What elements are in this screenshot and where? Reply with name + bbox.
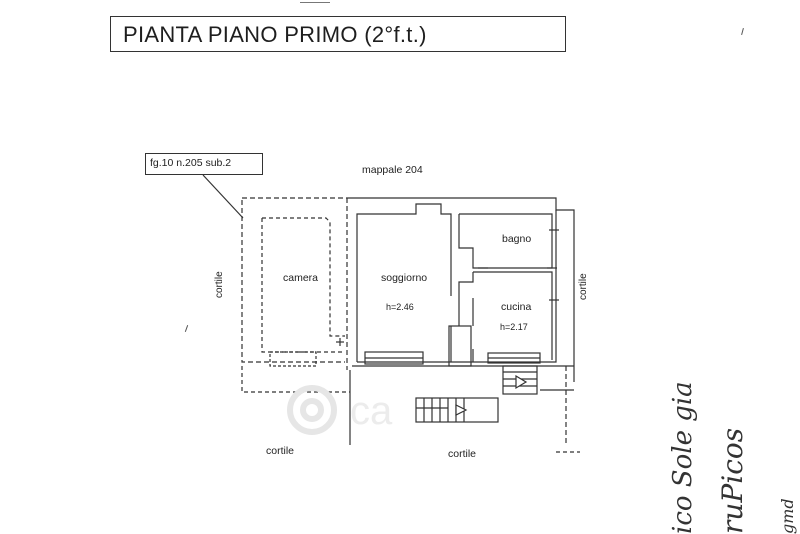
watermark-logo (287, 385, 337, 435)
bagno-outline (458, 213, 553, 269)
camera-outline (241, 200, 345, 363)
handwritten-note-line3: gmd (778, 498, 797, 534)
cortile-right-label: cortile (578, 273, 589, 300)
room-height-soggiorno: h=2.46 (386, 302, 414, 312)
mappale-label: mappale 204 (362, 164, 423, 176)
cortile-bottom-left-label: cortile (266, 445, 295, 457)
cucina-outline (473, 271, 553, 360)
handwritten-note-line1: ico Sole gia (668, 381, 698, 534)
cortile-bottom-right-label: cortile (448, 448, 477, 460)
room-label-cucina: cucina (501, 301, 532, 313)
title-box: PIANTA PIANO PRIMO (2°f.t.) (110, 16, 566, 52)
room-label-soggiorno: soggiorno (381, 272, 428, 284)
handwritten-note-line2: ruPicos (716, 427, 749, 534)
parcel-reference: fg.10 n.205 sub.2 (150, 157, 232, 169)
cortile-left-label: cortile (214, 271, 225, 298)
reference-leader-line (202, 174, 244, 219)
room-height-cucina: h=2.17 (500, 322, 528, 332)
room-label-bagno: bagno (502, 233, 532, 245)
watermark-text: ca (350, 389, 393, 433)
parcel-reference-box: fg.10 n.205 sub.2 (145, 153, 263, 175)
plan-title: PIANTA PIANO PRIMO (2°f.t.) (123, 22, 427, 47)
room-label-camera: camera (283, 272, 319, 284)
top-cut-line (300, 0, 330, 3)
stairs (415, 397, 499, 423)
